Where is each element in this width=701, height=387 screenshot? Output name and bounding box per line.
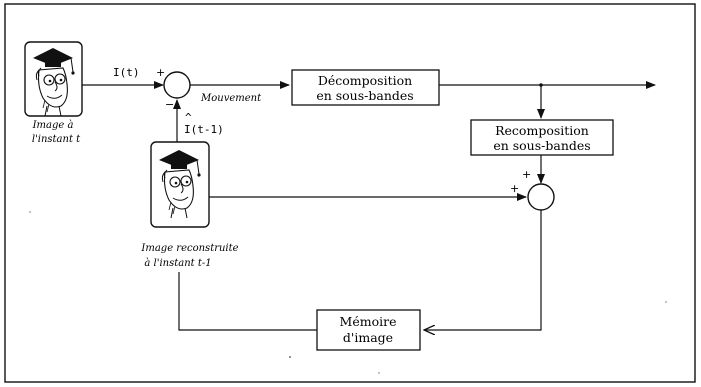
addition-node	[528, 184, 554, 210]
caption-image-t-line1: Image à	[32, 120, 74, 131]
caption-image-t-line2: l'instant t	[32, 134, 81, 145]
signal-prediction-label: I(t-1)	[184, 123, 224, 136]
scan-speck-4	[29, 211, 30, 212]
caption-image-rec-line2: à l'instant t-1	[144, 258, 211, 269]
signal-input-label: I(t)	[113, 66, 140, 79]
recomposition-line2: en sous-bandes	[493, 138, 590, 153]
scan-speck	[289, 356, 291, 358]
image-t-frame	[25, 42, 82, 116]
memoire-line2: d'image	[343, 330, 393, 345]
add-plus-top-sign: +	[522, 168, 531, 181]
memoire-line1: Mémoire	[340, 314, 397, 329]
scan-speck-3	[665, 301, 666, 302]
prediction-hat: ^	[185, 111, 192, 124]
decomposition-line1: Décomposition	[318, 73, 412, 88]
sub-plus-sign: +	[156, 66, 165, 79]
memory-feedback-line	[179, 272, 317, 330]
sub-minus-sign: −	[165, 98, 174, 111]
decomposition-line2: en sous-bandes	[316, 88, 413, 103]
subtraction-node	[164, 72, 190, 98]
add-plus-left-sign: +	[510, 182, 519, 195]
caption-image-rec-line1: Image reconstruite	[140, 243, 238, 254]
adder-to-memory-line	[424, 210, 541, 330]
scan-speck-2	[378, 372, 379, 373]
mouvement-label: Mouvement	[200, 93, 262, 104]
recomposition-line1: Recomposition	[495, 123, 589, 138]
image-reconstruite-frame	[151, 142, 209, 227]
